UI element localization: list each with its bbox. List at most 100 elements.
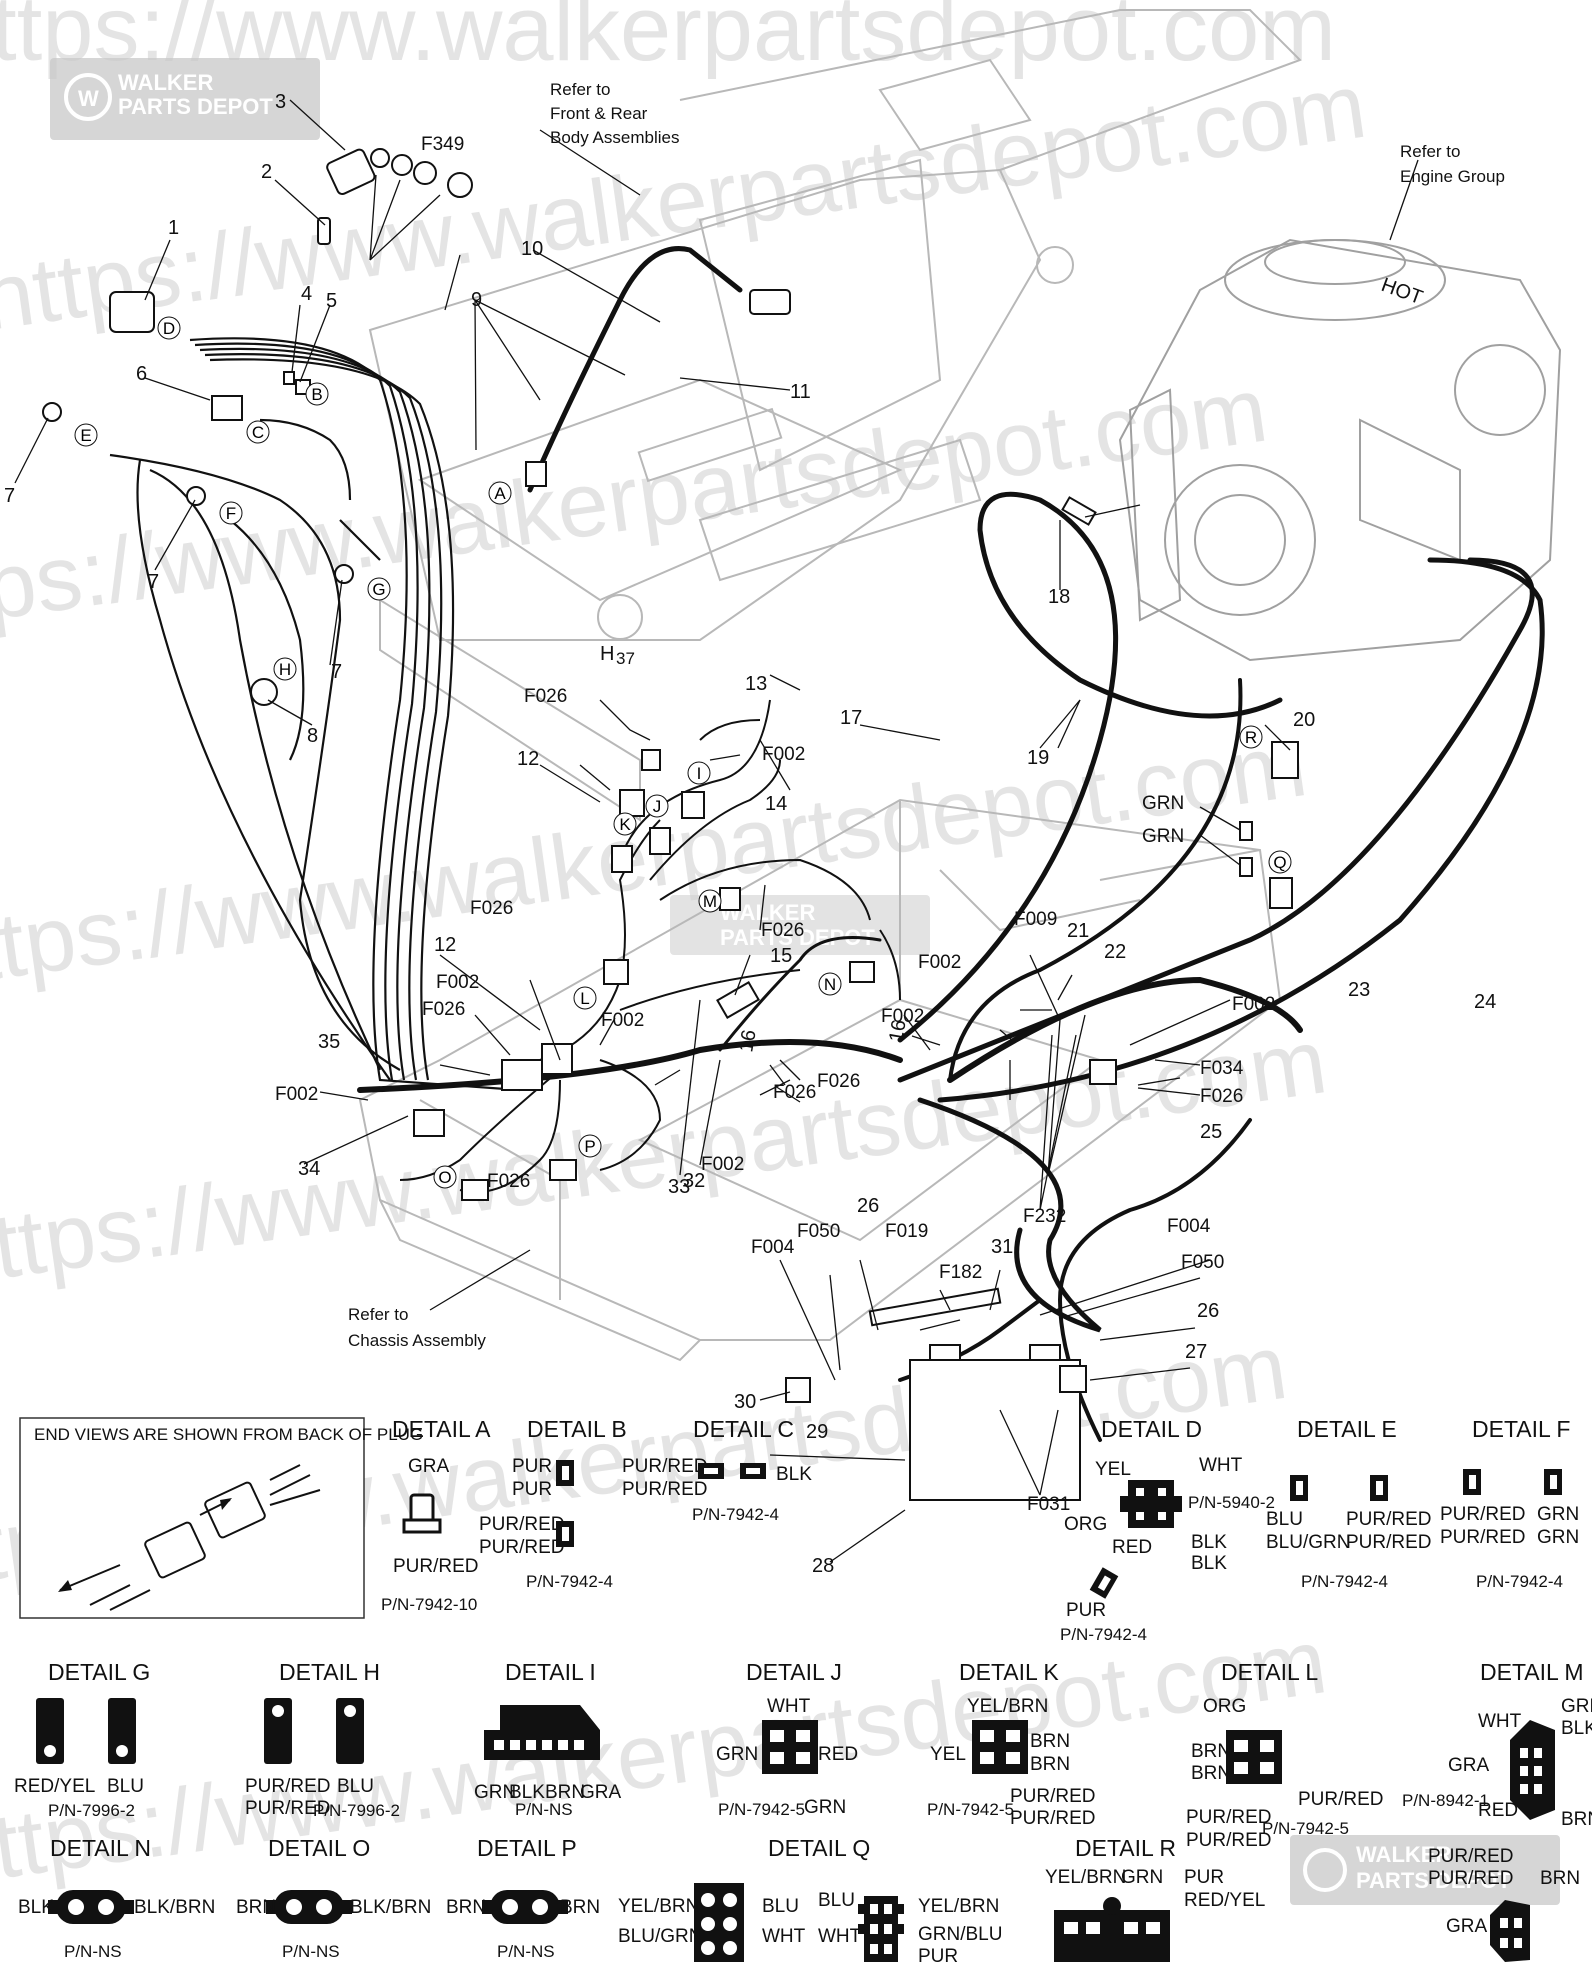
key-pin-icon bbox=[317, 217, 331, 245]
svg-text:BRN: BRN bbox=[1030, 1754, 1070, 1775]
svg-text:DETAIL M: DETAIL M bbox=[1480, 1659, 1584, 1685]
svg-text:32: 32 bbox=[683, 1170, 705, 1192]
solenoid-30-icon bbox=[785, 1377, 811, 1403]
svg-text:BRN: BRN bbox=[236, 1897, 276, 1918]
svg-text:WHT: WHT bbox=[1478, 1711, 1522, 1732]
svg-text:24: 24 bbox=[1474, 991, 1496, 1013]
svg-text:31: 31 bbox=[991, 1236, 1013, 1258]
svg-text:GRN: GRN bbox=[1142, 826, 1184, 847]
svg-text:BLK: BLK bbox=[18, 1897, 54, 1918]
callout-j: J bbox=[645, 794, 669, 818]
svg-text:18: 18 bbox=[1048, 586, 1070, 608]
connector-j-icon bbox=[649, 827, 671, 855]
svg-text:BRN: BRN bbox=[1540, 1868, 1580, 1889]
leader-lines bbox=[14, 99, 1419, 1563]
callout-d: D bbox=[157, 316, 181, 340]
svg-text:F050: F050 bbox=[1181, 1252, 1224, 1273]
svg-text:14: 14 bbox=[765, 793, 787, 815]
connector-o-icon bbox=[461, 1179, 489, 1201]
svg-text:F349: F349 bbox=[421, 134, 464, 155]
svg-text:DETAIL A: DETAIL A bbox=[392, 1416, 491, 1442]
svg-text:DETAIL J: DETAIL J bbox=[746, 1659, 842, 1685]
svg-text:P/N-7996-2: P/N-7996-2 bbox=[313, 1801, 400, 1820]
svg-text:6: 6 bbox=[136, 363, 147, 385]
svg-text:O: O bbox=[438, 1168, 451, 1187]
wire-harness bbox=[357, 246, 1545, 1442]
svg-text:3: 3 bbox=[275, 91, 286, 113]
svg-text:BLU: BLU bbox=[762, 1896, 799, 1917]
svg-text:7: 7 bbox=[148, 571, 159, 593]
detail-r: DETAIL R YEL/BRN GRN PUR RED/YEL PUR/RED… bbox=[1045, 1835, 1580, 1962]
svg-text:PUR/RED: PUR/RED bbox=[1346, 1532, 1432, 1553]
ignition-switch-icon bbox=[109, 291, 155, 333]
detail-m: DETAIL M WHT GRN BLK GRA RED BRN P/N-894… bbox=[1402, 1659, 1592, 1830]
bracket-25-icon bbox=[1089, 1059, 1117, 1085]
svg-text:DETAIL Q: DETAIL Q bbox=[768, 1835, 870, 1861]
callout-n: N bbox=[818, 972, 842, 996]
walker-logo-bottom: WALKER PARTS DEPOT bbox=[1290, 1835, 1560, 1905]
svg-text:GRN: GRN bbox=[1537, 1504, 1579, 1525]
svg-text:PUR/RED: PUR/RED bbox=[1010, 1786, 1096, 1807]
svg-text:P/N-7942-5: P/N-7942-5 bbox=[927, 1800, 1014, 1819]
svg-text:F232: F232 bbox=[1023, 1206, 1066, 1227]
svg-text:1: 1 bbox=[168, 217, 179, 239]
svg-text:35: 35 bbox=[318, 1031, 340, 1053]
svg-text:F002: F002 bbox=[1232, 994, 1275, 1015]
center-harness bbox=[399, 699, 901, 1193]
svg-text:PUR/RED: PUR/RED bbox=[1186, 1830, 1272, 1851]
svg-text:YEL: YEL bbox=[930, 1744, 966, 1765]
svg-text:P/N-NS: P/N-NS bbox=[282, 1942, 340, 1961]
svg-text:GRA: GRA bbox=[1446, 1916, 1488, 1937]
svg-text:BLK: BLK bbox=[509, 1782, 545, 1803]
svg-text:WHT: WHT bbox=[818, 1926, 862, 1947]
svg-text:RED/YEL: RED/YEL bbox=[1184, 1890, 1265, 1911]
left-harness bbox=[109, 337, 521, 1092]
callout-c: C bbox=[246, 420, 270, 444]
svg-text:P/N-7942-4: P/N-7942-4 bbox=[1476, 1572, 1563, 1591]
svg-text:PUR: PUR bbox=[512, 1456, 552, 1477]
svg-text:WHT: WHT bbox=[762, 1926, 806, 1947]
svg-text:H: H bbox=[600, 643, 614, 665]
svg-text:F026: F026 bbox=[524, 686, 567, 707]
svg-text:F009: F009 bbox=[1014, 909, 1057, 930]
svg-text:BLU: BLU bbox=[818, 1890, 855, 1911]
svg-text:P/N-7942-4: P/N-7942-4 bbox=[692, 1505, 779, 1524]
svg-text:16: 16 bbox=[735, 1028, 761, 1054]
battery-29-icon bbox=[909, 1359, 1081, 1501]
svg-text:F002: F002 bbox=[601, 1010, 644, 1031]
svg-text:DETAIL G: DETAIL G bbox=[48, 1659, 150, 1685]
connector-p-icon bbox=[549, 1159, 577, 1181]
connector-grn-icon bbox=[1239, 857, 1253, 877]
svg-text:BLK/BRN: BLK/BRN bbox=[350, 1897, 431, 1918]
part-number-labels: 1 2 3 4 5 6 7 7 7 8 9 10 11 12 12 13 14 … bbox=[4, 91, 1496, 1577]
svg-text:GRN: GRN bbox=[1142, 793, 1184, 814]
relay-12-icon bbox=[541, 1043, 573, 1075]
svg-text:21: 21 bbox=[1067, 920, 1089, 942]
detail-j: DETAIL J WHT GRN RED GRN P/N-7942-5 bbox=[716, 1659, 858, 1819]
callout-l: L bbox=[573, 986, 597, 1010]
svg-text:F002: F002 bbox=[881, 1006, 924, 1027]
svg-text:GRA: GRA bbox=[1448, 1755, 1490, 1776]
svg-text:DETAIL L: DETAIL L bbox=[1221, 1659, 1318, 1685]
svg-text:PARTS DEPOT: PARTS DEPOT bbox=[1356, 1868, 1511, 1893]
svg-text:DETAIL R: DETAIL R bbox=[1075, 1835, 1176, 1861]
battery-strap-31-icon bbox=[868, 1287, 1002, 1327]
svg-text:37: 37 bbox=[616, 649, 635, 668]
svg-text:8: 8 bbox=[307, 725, 318, 747]
svg-text:DETAIL F: DETAIL F bbox=[1472, 1416, 1570, 1442]
svg-text:PUR/RED: PUR/RED bbox=[245, 1798, 331, 1819]
svg-text:K: K bbox=[619, 815, 631, 834]
svg-text:BLU/GRN: BLU/GRN bbox=[1266, 1532, 1350, 1553]
svg-text:PUR/RED: PUR/RED bbox=[1346, 1509, 1432, 1530]
svg-text:YEL/BRN: YEL/BRN bbox=[967, 1696, 1048, 1717]
svg-text:WHT: WHT bbox=[767, 1696, 811, 1717]
svg-text:WALKER: WALKER bbox=[1356, 1842, 1451, 1867]
svg-text:26: 26 bbox=[1197, 1300, 1219, 1322]
svg-text:11: 11 bbox=[790, 381, 811, 403]
reference-notes: Refer to Front & Rear Body Assemblies Re… bbox=[348, 80, 1505, 1350]
svg-text:BRN: BRN bbox=[560, 1897, 600, 1918]
svg-text:10: 10 bbox=[521, 238, 543, 260]
svg-text:30: 30 bbox=[734, 1391, 756, 1413]
svg-text:Refer to: Refer to bbox=[348, 1305, 408, 1324]
